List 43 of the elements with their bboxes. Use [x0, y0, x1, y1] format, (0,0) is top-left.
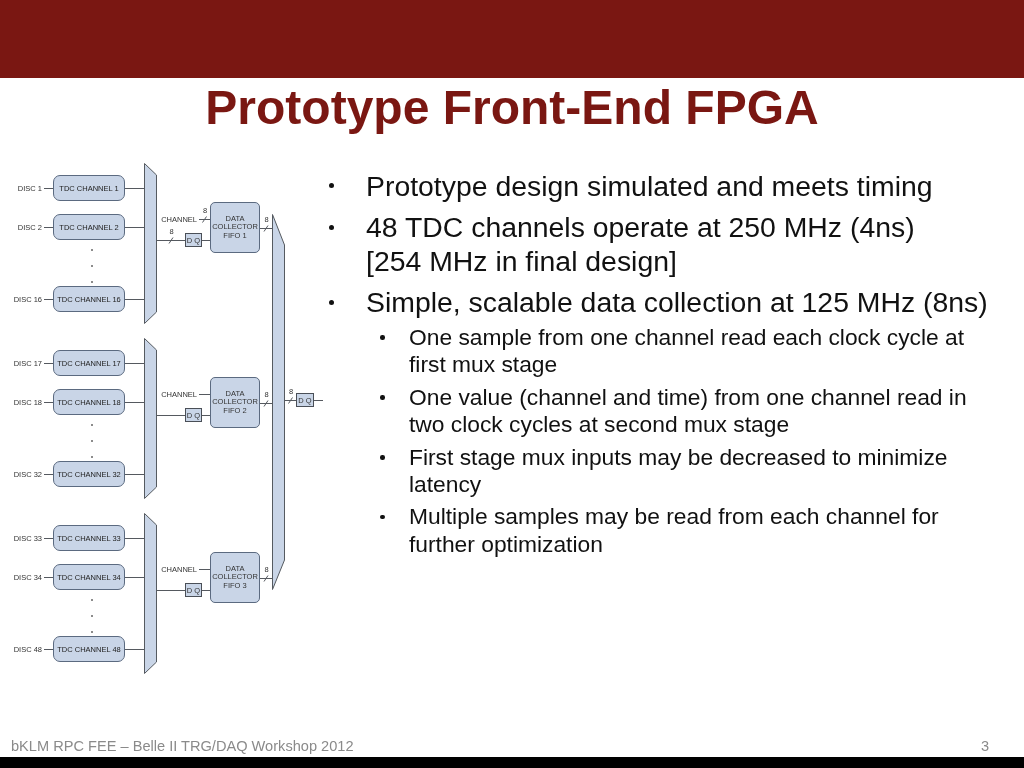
bullet-text: One sample from one channel read each clock cycle at first mux stage — [409, 323, 966, 379]
signal-wire — [124, 649, 145, 650]
multiplexer-shape — [144, 338, 157, 499]
signal-wire — [43, 299, 54, 300]
signal-wire — [201, 590, 211, 591]
signal-wire — [124, 188, 145, 189]
signal-wire — [43, 363, 54, 364]
bullet-text: Multiple samples may be read from each channel for further optimization — [409, 503, 940, 559]
signal-wire — [156, 590, 186, 591]
signal-wire — [198, 219, 211, 220]
bullet-text: First stage mux inputs may be decreased to minimize latency — [409, 443, 949, 499]
signal-wire — [43, 649, 54, 650]
multiplexer-shape — [272, 214, 285, 590]
signal-wire — [43, 227, 54, 228]
signal-wire — [156, 415, 186, 416]
signal-wire — [43, 402, 54, 403]
signal-wire — [43, 538, 54, 539]
signal-wire — [124, 577, 145, 578]
signal-wire — [124, 474, 145, 475]
bullet-text: Prototype design simulated and meets timing — [366, 168, 933, 203]
signal-wire — [201, 240, 211, 241]
multiplexer-shape — [144, 163, 157, 324]
bullet-text: Simple, scalable data collection at 125 MHz (8ns) — [366, 285, 988, 319]
signal-wire — [124, 402, 145, 403]
signal-wire — [198, 569, 211, 570]
slide-title: Prototype Front-End FPGA — [205, 80, 819, 136]
signal-wire — [201, 415, 211, 416]
bullet-text: One value (channel and time) from one channel read in two clock cycles at second mux stage — [409, 383, 968, 439]
signal-wire — [313, 400, 324, 401]
signal-wire — [124, 538, 145, 539]
bullet-text: 48 TDC channels operate at 250 MHz (4ns) [254 MHz in final design] — [366, 210, 916, 278]
signal-wire — [284, 400, 297, 401]
signal-wire — [43, 188, 54, 189]
signal-wire — [43, 577, 54, 578]
page-number: 3 — [981, 738, 990, 755]
signal-wire — [198, 394, 211, 395]
signal-wire — [124, 227, 145, 228]
signal-wire — [156, 240, 186, 241]
signal-wire — [43, 474, 54, 475]
signal-wire — [124, 299, 145, 300]
footer-text: bKLM RPC FEE – Belle II TRG/DAQ Workshop 2012 — [11, 738, 354, 755]
signal-wire — [124, 363, 145, 364]
multiplexer-shape — [144, 513, 157, 674]
